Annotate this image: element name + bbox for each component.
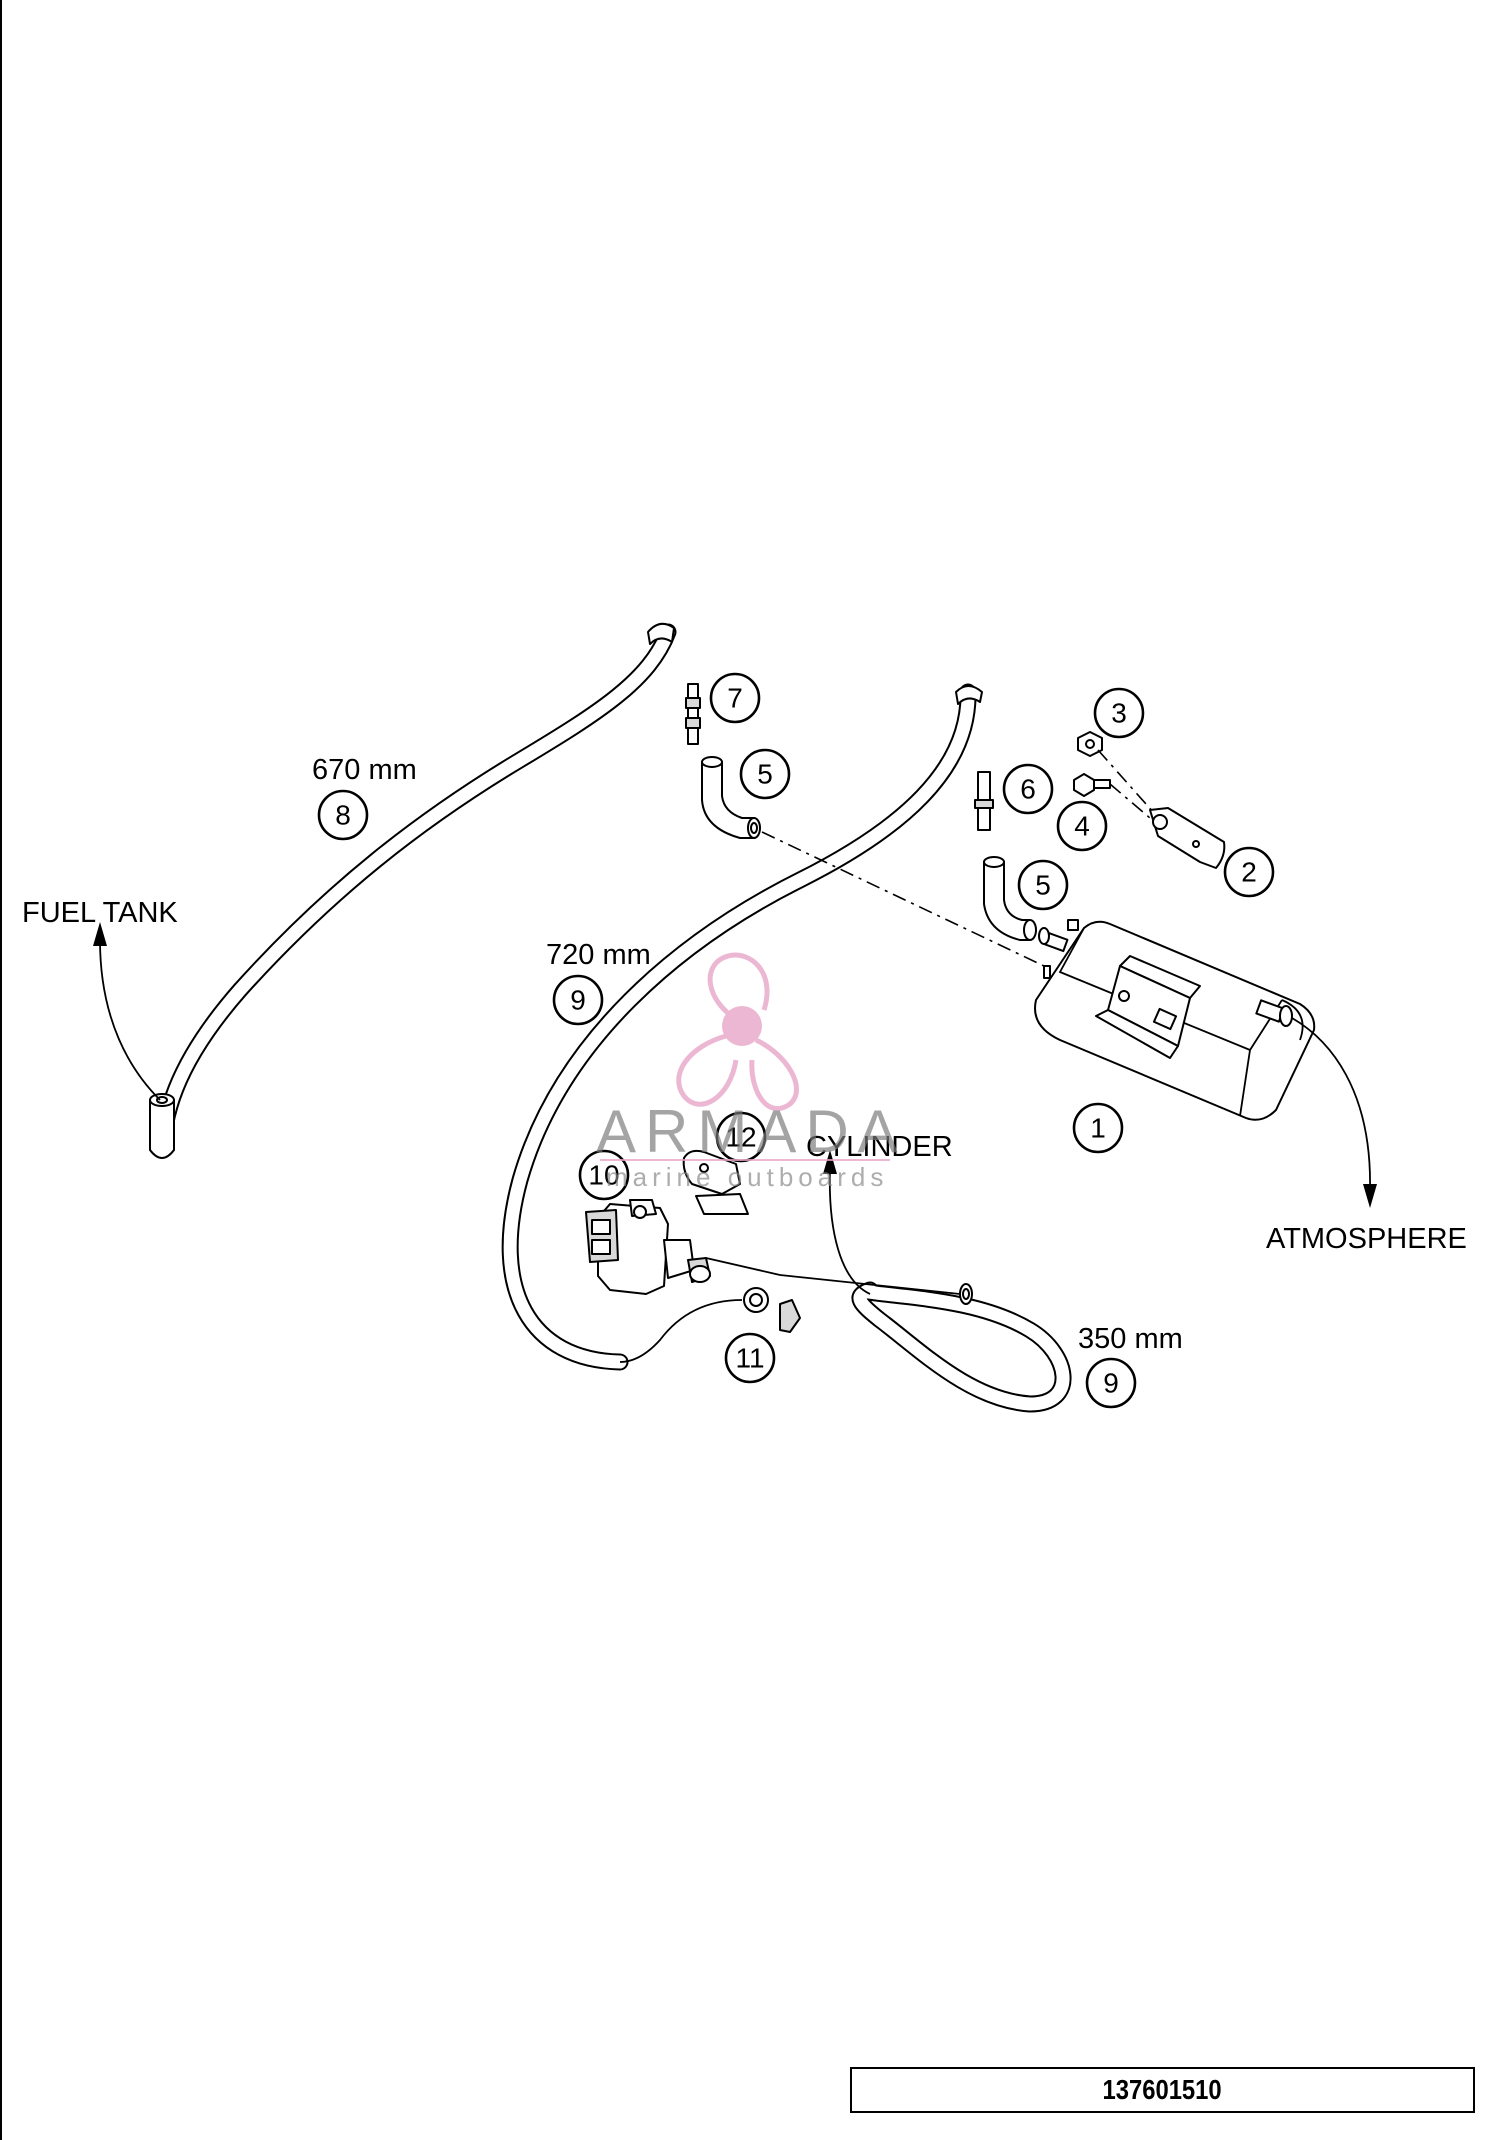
propeller-logo <box>676 952 799 1112</box>
svg-text:9: 9 <box>570 985 586 1016</box>
svg-text:10: 10 <box>588 1160 619 1191</box>
svg-text:12: 12 <box>725 1122 756 1153</box>
part-number-box: 137601510 <box>850 2067 1475 2113</box>
part-number: 137601510 <box>1102 2074 1223 2105</box>
bracket-2 <box>1149 807 1226 869</box>
atmosphere-arrow <box>1291 1017 1377 1208</box>
hose-8-length-label: 670 mm <box>312 754 417 786</box>
callout-5-upper: 5 <box>739 748 791 800</box>
svg-text:9: 9 <box>1103 1368 1119 1399</box>
callout-8: 8 <box>317 789 369 841</box>
hose-9-short <box>779 1274 1072 1413</box>
cylinder-arrow <box>823 1150 871 1295</box>
watermark-brand: ARMADA <box>596 1098 907 1165</box>
purge-valve-10 <box>585 1199 781 1295</box>
svg-text:5: 5 <box>757 759 773 790</box>
hose-9-long-length-label: 720 mm <box>546 939 651 971</box>
callout-12: 12 <box>715 1111 767 1163</box>
svg-text:8: 8 <box>335 800 351 831</box>
svg-text:7: 7 <box>727 683 743 714</box>
hose-9-long <box>501 683 983 1371</box>
hose-8 <box>149 622 677 1159</box>
callout-1: 1 <box>1072 1102 1124 1154</box>
callout-9-long: 9 <box>552 974 604 1026</box>
callout-9-short: 9 <box>1085 1357 1137 1409</box>
svg-text:3: 3 <box>1111 698 1127 729</box>
fuel-tank-label: FUEL TANK <box>22 897 178 929</box>
watermark-tagline: marine outboards <box>606 1162 888 1192</box>
bolt-4 <box>1073 773 1151 819</box>
page-border-left <box>0 0 2 2140</box>
callout-3: 3 <box>1093 687 1145 739</box>
svg-text:1: 1 <box>1090 1113 1106 1144</box>
svg-text:2: 2 <box>1241 857 1257 888</box>
armada-watermark: ARMADA marine outboards <box>596 952 907 1192</box>
callout-5-lower: 5 <box>1017 859 1069 911</box>
callout-6: 6 <box>1002 763 1054 815</box>
atmosphere-label: ATMOSPHERE <box>1266 1223 1467 1255</box>
elbow-5-upper <box>701 756 761 839</box>
fuel-tank-arrow <box>93 922 161 1101</box>
callout-2: 2 <box>1223 846 1275 898</box>
callout-11: 11 <box>724 1332 776 1384</box>
callout-7: 7 <box>709 672 761 724</box>
fitting-7 <box>685 683 701 745</box>
svg-text:11: 11 <box>735 1343 764 1374</box>
assembly-line-5-to-canister <box>761 831 1045 967</box>
hose-9-short-length-label: 350 mm <box>1078 1323 1183 1355</box>
svg-text:6: 6 <box>1020 774 1036 805</box>
svg-text:5: 5 <box>1035 870 1051 901</box>
cylinder-label: CYLINDER <box>806 1131 953 1163</box>
callout-4: 4 <box>1056 800 1108 852</box>
elbow-5-lower <box>983 856 1037 941</box>
fitting-6 <box>974 771 994 831</box>
callout-10: 10 <box>578 1149 630 1201</box>
svg-text:4: 4 <box>1074 811 1090 842</box>
canister-1 <box>1034 919 1316 1121</box>
bracket-12 <box>682 1149 749 1215</box>
clamp-11 <box>619 1287 801 1363</box>
